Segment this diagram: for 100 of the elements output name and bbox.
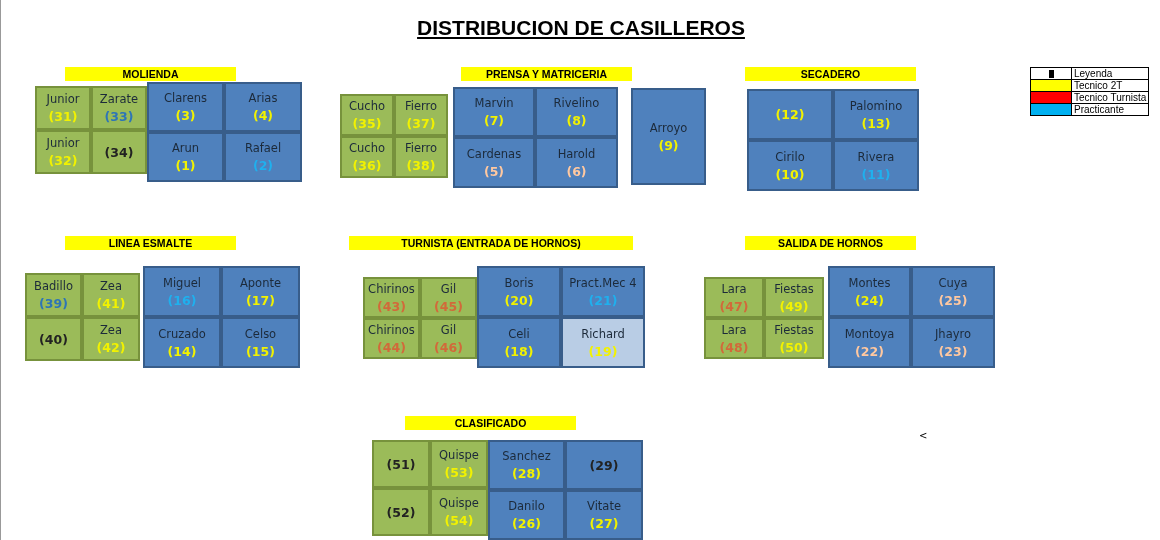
locker-cell: [340, 94, 394, 136]
locker-cell: [25, 273, 82, 317]
locker-cell: [82, 317, 140, 361]
locker-name: Rafael: [244, 140, 282, 157]
locker-cell: [224, 82, 302, 132]
locker-number: (28): [512, 465, 541, 482]
locker-name: Badillo: [34, 278, 73, 295]
locker-cell: [911, 317, 995, 368]
locker-number: (45): [434, 297, 463, 315]
locker-number: (43): [377, 297, 406, 315]
locker-name: Zarate: [99, 91, 139, 108]
locker-number: (49): [779, 297, 809, 315]
locker-number: (22): [855, 342, 884, 360]
locker-name: Quispe: [439, 447, 479, 464]
locker-cell: [224, 132, 302, 182]
locker-name: Boris: [504, 274, 534, 292]
locker-name: Danilo: [508, 498, 545, 515]
locker-cell: [488, 490, 565, 540]
locker-cell: [35, 130, 91, 174]
locker-cell: [394, 94, 448, 136]
locker-number: (33): [104, 108, 134, 125]
locker-name: Junior: [46, 135, 80, 152]
locker-number: (34): [104, 143, 134, 161]
locker-name: Gil: [440, 280, 457, 298]
locker-number: (53): [444, 464, 474, 481]
locker-cell: [25, 317, 82, 361]
locker-name: Fiestas: [774, 321, 814, 339]
locker-cell: [747, 89, 833, 140]
locker-cell: [535, 87, 618, 137]
locker-number: (38): [406, 157, 436, 174]
locker-number: (31): [48, 108, 78, 125]
locker-cell: [420, 277, 477, 318]
locker-cell: [911, 266, 995, 317]
locker-number: (26): [512, 515, 541, 532]
locker-number: (1): [175, 157, 196, 174]
locker-name: Montes: [848, 274, 891, 292]
locker-cell: [430, 488, 488, 536]
locker-number: (47): [719, 297, 749, 315]
locker-name: Sanchez: [502, 448, 551, 465]
locker-number: (14): [167, 342, 197, 360]
locker-number: (35): [352, 115, 382, 132]
locker-cell: [221, 266, 300, 317]
legend-text: Tecnico Turnista: [1071, 91, 1149, 104]
locker-cell: [561, 317, 645, 368]
locker-name: Aponte: [239, 274, 282, 292]
locker-name: Fierro: [404, 98, 438, 115]
locker-cell: [143, 266, 221, 317]
locker-cell: [631, 88, 706, 185]
locker-number: (13): [861, 114, 891, 132]
locker-cell: [565, 440, 643, 490]
locker-name: Celso: [244, 325, 277, 343]
locker-name: Chirinos: [368, 321, 415, 339]
locker-name: Arun: [171, 140, 200, 157]
locker-cell: [477, 317, 561, 368]
locker-name: Miguel: [163, 274, 201, 292]
locker-name: Rivelino: [553, 95, 600, 112]
locker-number: (41): [96, 295, 126, 312]
locker-number: (9): [658, 136, 679, 154]
section-header: CLASIFICADO: [405, 416, 576, 430]
locker-number: (50): [779, 338, 809, 356]
locker-name: Cirilo: [775, 148, 805, 166]
locker-cell: [363, 277, 420, 318]
locker-number: (19): [588, 342, 618, 360]
locker-name: Cucho: [349, 140, 385, 157]
section-header: SECADERO: [745, 67, 916, 81]
locker-name: Celi: [508, 325, 530, 343]
locker-cell: [704, 318, 764, 359]
locker-name: Arias: [248, 90, 278, 107]
locker-name: Zea: [100, 278, 122, 295]
locker-name: Vitate: [587, 498, 621, 515]
legend-text: Tecnico 2T: [1071, 79, 1149, 92]
locker-name: Jhayro: [934, 325, 971, 343]
locker-number: (24): [855, 291, 884, 309]
locker-cell: [221, 317, 300, 368]
locker-number: (17): [246, 291, 275, 309]
locker-cell: [143, 317, 221, 368]
locker-number: (6): [566, 162, 587, 180]
locker-number: (52): [386, 503, 416, 521]
locker-name: Chirinos: [368, 280, 415, 298]
locker-cell: [82, 273, 140, 317]
locker-cell: [420, 318, 477, 359]
locker-name: Palomino: [849, 97, 903, 115]
locker-number: (32): [48, 152, 78, 169]
locker-number: (10): [775, 165, 805, 183]
locker-name: Zea: [100, 322, 122, 339]
locker-name: Pract.Mec 4: [569, 274, 637, 292]
locker-cell: [764, 318, 824, 359]
section-header: TURNISTA (ENTRADA DE HORNOS): [349, 236, 633, 250]
locker-name: Junior: [46, 91, 80, 108]
locker-cell: [453, 137, 535, 188]
locker-cell: [833, 89, 919, 140]
locker-number: (20): [504, 291, 534, 309]
locker-name: Gil: [440, 321, 457, 339]
locker-name: Cucho: [349, 98, 385, 115]
locker-cell: [477, 266, 561, 317]
locker-cell: [833, 140, 919, 191]
locker-number: (37): [406, 115, 436, 132]
locker-number: (7): [483, 112, 505, 129]
locker-name: Arroyo: [649, 119, 688, 137]
locker-number: (42): [96, 339, 126, 356]
